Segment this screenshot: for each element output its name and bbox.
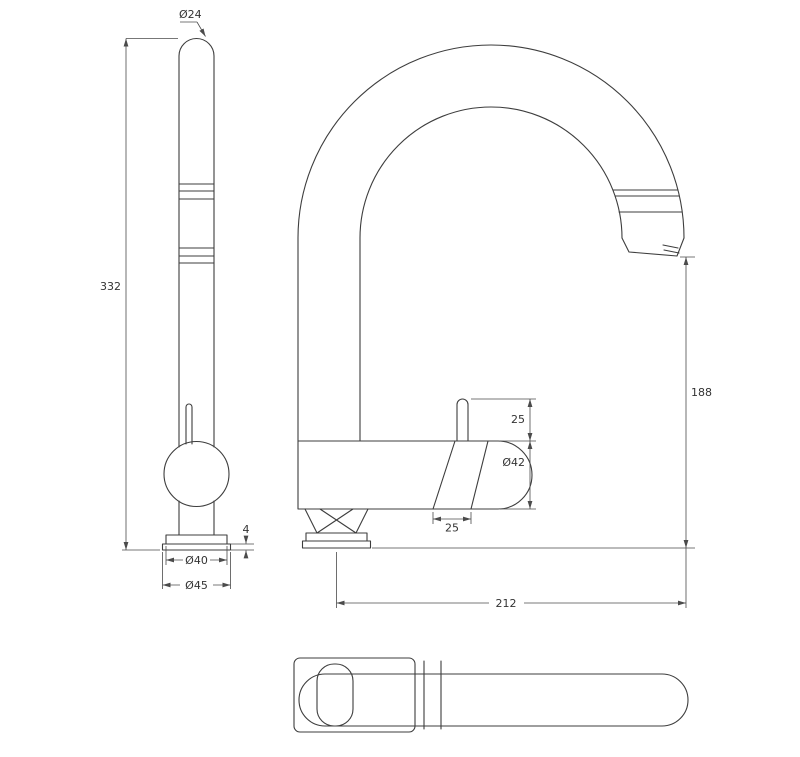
dim-handle-base-width-label: 25 [445, 522, 459, 535]
front-base-plates [301, 532, 372, 549]
front-base-cone [304, 508, 369, 534]
side-spray-head-seams [178, 183, 215, 264]
dim-overall-height-label: 332 [100, 280, 121, 293]
dim-reach-extension-lines [336, 548, 687, 608]
dim-base-flange-diameter-label: Ø45 [185, 579, 208, 592]
dim-spout-diameter-arrow [196, 21, 206, 37]
dim-outlet-height-label: 188 [691, 386, 712, 399]
dim-spout-reach-label: 212 [496, 597, 517, 610]
top-riser-tube [316, 663, 354, 727]
dim-handle-extension-lines [471, 398, 536, 510]
top-handle-collar [423, 660, 442, 730]
dim-base-upper-diameter-label: Ø40 [185, 554, 208, 567]
side-view-dimensions: 332 Ø24 4 Ø40 Ø45 [100, 8, 254, 592]
side-spout-tube [178, 37, 215, 448]
dim-body-diameter-label: Ø42 [502, 456, 525, 469]
top-body-block [293, 657, 416, 733]
dim-base-thickness-label: 4 [243, 523, 250, 536]
front-handle-collar [432, 440, 489, 510]
dim-spout-diameter-label: Ø24 [179, 8, 202, 21]
front-spout-tip [621, 237, 685, 257]
front-view-dimensions: 25 Ø42 25 188 212 [336, 256, 712, 610]
front-handle-lever [456, 398, 469, 442]
dim-thickness-extension-lines [231, 543, 254, 551]
side-view-outline [161, 37, 232, 551]
front-gooseneck-outer [297, 44, 685, 442]
side-neck [178, 500, 215, 536]
side-view: 332 Ø24 4 Ø40 Ø45 [100, 8, 254, 592]
front-gooseneck-inner [359, 106, 623, 442]
front-spray-head-seams [612, 189, 683, 213]
side-handle-lever [185, 403, 193, 445]
side-valve-body [163, 440, 230, 508]
top-spout-capsule [298, 673, 689, 727]
side-base-plates [161, 534, 232, 551]
dim-height-extension-lines [122, 38, 178, 551]
dim-handle-height-label: 25 [511, 413, 525, 426]
front-view: 25 Ø42 25 188 212 [297, 44, 712, 610]
dim-outlet-extension-lines [372, 256, 695, 549]
front-mixer-body [297, 440, 533, 510]
front-view-outline [297, 44, 685, 549]
top-view [293, 657, 689, 733]
